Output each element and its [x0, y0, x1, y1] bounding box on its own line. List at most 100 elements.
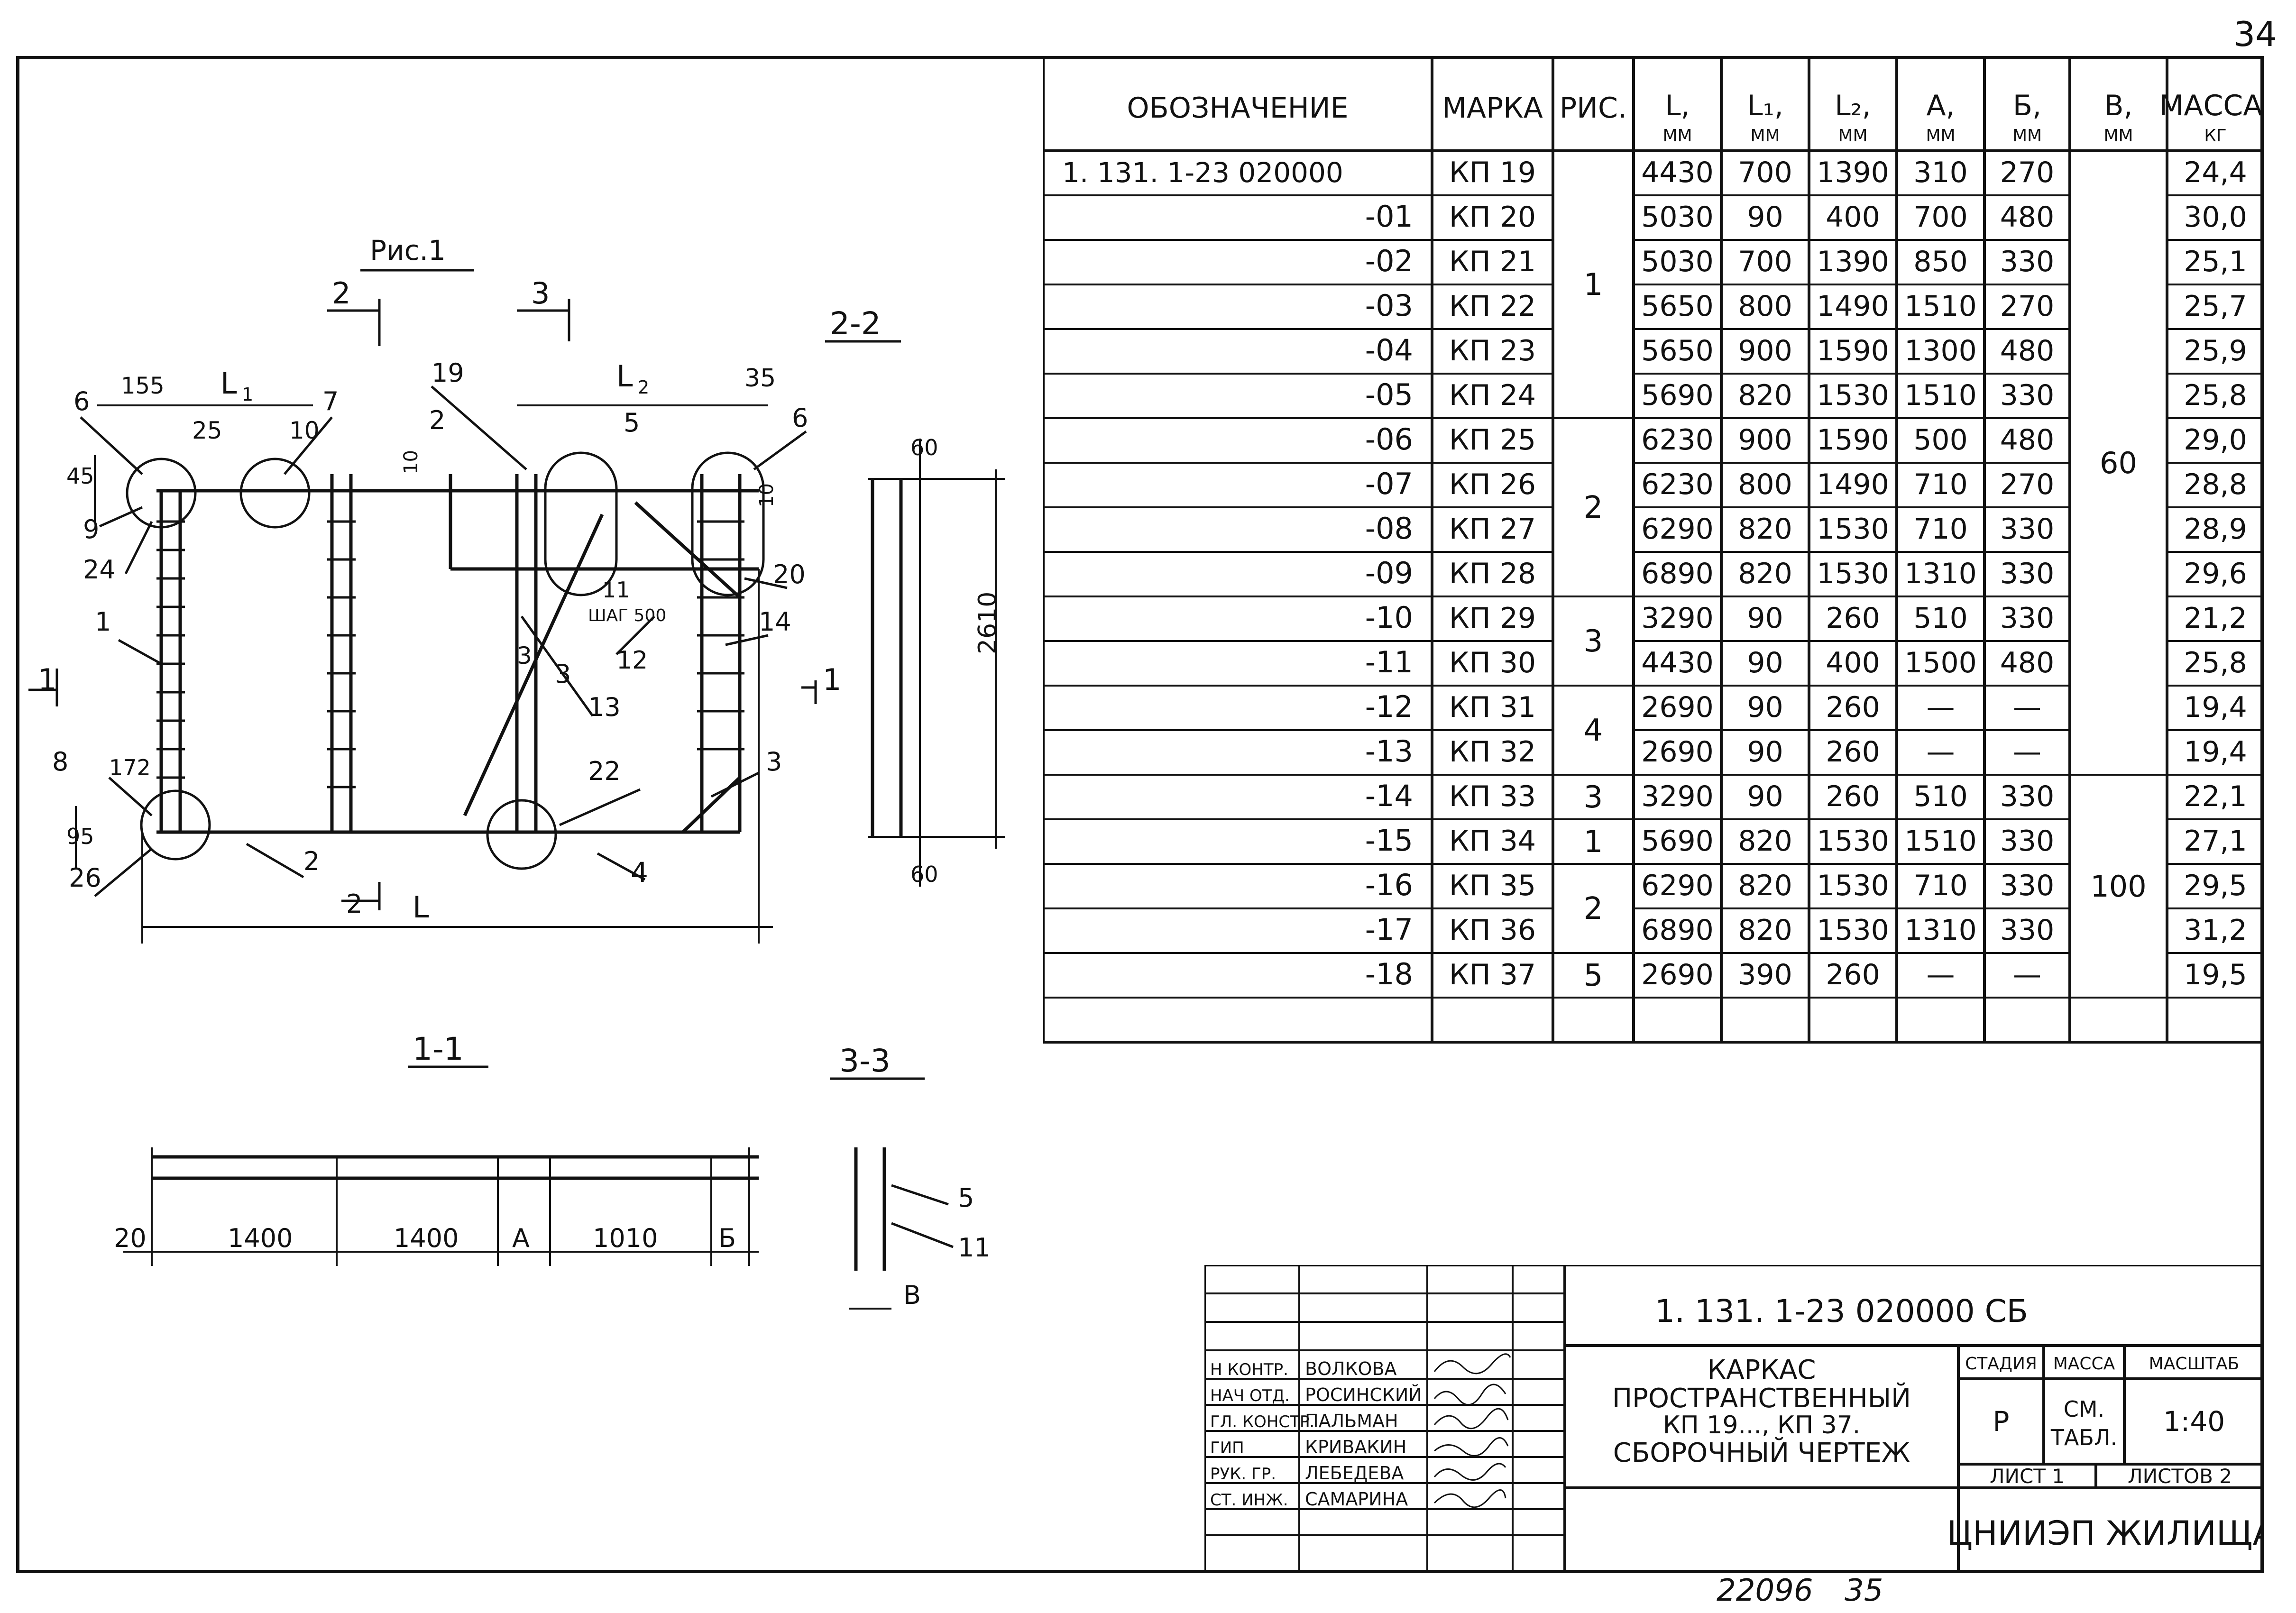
table-cell: 820 [1738, 557, 1792, 590]
table-cell: 19,5 [2184, 958, 2247, 991]
table-cell: КП 22 [1449, 290, 1536, 323]
table-cell: 3290 [1641, 780, 1714, 813]
table-cell: 820 [1738, 379, 1792, 412]
table-cell: — [1927, 958, 1955, 991]
dim-label: 2 [638, 377, 649, 398]
table-header: МАРКА [1442, 92, 1543, 125]
table-cell: 25,8 [2184, 646, 2247, 679]
section-label: В [903, 1280, 921, 1310]
table-cell: 260 [1826, 780, 1880, 813]
staff-role: НАЧ ОТД. [1210, 1386, 1290, 1405]
signature-scribbles [1433, 1353, 1511, 1508]
designation-cell: -18 [1365, 957, 1413, 991]
table-cell: 700 [1738, 245, 1792, 278]
section-label-1-1: 1-1 [413, 1031, 464, 1067]
section-label: 5 [958, 1183, 974, 1213]
table-cell: КП 20 [1449, 201, 1536, 234]
table-cell: — [2013, 691, 2041, 724]
designation-cell: -11 [1365, 645, 1413, 679]
dim-label: 25 [192, 417, 222, 444]
callout: 10 [756, 483, 778, 507]
table-cell: — [2013, 958, 2041, 991]
table-cell: 2690 [1641, 958, 1714, 991]
designation-cell: -03 [1365, 288, 1413, 323]
table-cell: КП 24 [1449, 379, 1536, 412]
cut-marker: 3 [555, 659, 571, 689]
figure-number-cell: 5 [1584, 958, 1603, 993]
table-cell: 5030 [1641, 245, 1714, 278]
table-cell: КП 30 [1449, 646, 1536, 679]
table-cell: 29,5 [2184, 869, 2247, 902]
callout: 22 [588, 756, 621, 786]
dim-label: 1 [242, 384, 253, 405]
section-label: 11 [958, 1233, 991, 1263]
table-cell: 1500 [1904, 646, 1977, 679]
callout: 9 [83, 514, 99, 544]
table-cell: 1490 [1817, 290, 1889, 323]
table-header-unit: КГ [2204, 126, 2227, 146]
cut-marker: 1 [823, 662, 841, 697]
table-cell: 6230 [1641, 423, 1714, 457]
table-cell: 1530 [1817, 557, 1889, 590]
callout: ШАГ 500 [588, 606, 666, 625]
table-cell: 330 [2000, 557, 2055, 590]
table-header: РИС. [1560, 92, 1627, 125]
designation-cell: -15 [1365, 823, 1413, 858]
section-label-2-2: 2-2 [830, 305, 881, 342]
assembly-drawing: Рис.1 2-2 1-1 3-3 2 3 1 1 3 2 155 L 1 L … [28, 234, 1005, 1310]
dim-label: 45 [66, 463, 94, 489]
designation-cell: -07 [1365, 467, 1413, 501]
page-number: 34 [2233, 14, 2277, 54]
table-cell: 3290 [1641, 602, 1714, 635]
staff-name: КРИВАКИН [1305, 1437, 1406, 1457]
callout: 2 [303, 846, 320, 876]
table-cell: 90 [1747, 201, 1783, 234]
designation-cell: -16 [1365, 868, 1413, 902]
cut-marker: 1 [38, 662, 56, 697]
table-cell: 28,8 [2184, 468, 2247, 501]
table-cell: 2690 [1641, 691, 1714, 724]
mass-header: МАССА [2053, 1354, 2115, 1374]
section-dim: Б [718, 1223, 736, 1253]
table-header: L₁, [1747, 89, 1783, 122]
staff-name: ВОЛКОВА [1305, 1358, 1397, 1379]
document-title-line: СБОРОЧНЫЙ ЧЕРТЕЖ [1613, 1437, 1910, 1468]
table-cell: 19,4 [2184, 735, 2247, 769]
table-cell: 4430 [1641, 646, 1714, 679]
table-cell: 6890 [1641, 557, 1714, 590]
v-value-cell: 60 [2100, 446, 2137, 480]
callout: 1 [95, 607, 111, 637]
v-value-cell: 100 [2090, 869, 2146, 904]
document-code: 1. 131. 1-23 020000 СБ [1655, 1293, 2028, 1329]
table-cell: 25,1 [2184, 245, 2247, 278]
table-cell: 1510 [1904, 379, 1977, 412]
callout: 20 [773, 559, 806, 589]
table-cell: 6230 [1641, 468, 1714, 501]
callout: 13 [588, 692, 621, 722]
table-cell: КП 33 [1449, 780, 1536, 813]
table-header-unit: ММ [1926, 126, 1955, 146]
section-dim: 1400 [394, 1223, 459, 1253]
table-cell: 850 [1913, 245, 1968, 278]
figure-title: Рис.1 [370, 234, 446, 266]
table-header-unit: ММ [1750, 126, 1780, 146]
table-cell: 25,8 [2184, 379, 2247, 412]
table-cell: 1530 [1817, 869, 1889, 902]
callout: 14 [759, 607, 791, 637]
table-cell: 1390 [1817, 245, 1889, 278]
callout: 24 [83, 555, 116, 585]
table-cell: 260 [1826, 691, 1880, 724]
stage-header: СТАДИЯ [1965, 1354, 2037, 1374]
table-cell: 1530 [1817, 825, 1889, 858]
staff-role: СТ. ИНЖ. [1210, 1491, 1288, 1510]
section-dim: 20 [114, 1223, 147, 1253]
callout: 6 [792, 403, 808, 433]
dim-label: 60 [910, 435, 938, 460]
staff-name: ПАЛЬМАН [1305, 1411, 1398, 1431]
table-cell: 820 [1738, 513, 1792, 546]
table-cell: 29,0 [2184, 423, 2247, 457]
table-cell: 4430 [1641, 156, 1714, 189]
table-cell: 28,9 [2184, 513, 2247, 546]
table-cell: 270 [2000, 290, 2055, 323]
table-cell: 6290 [1641, 513, 1714, 546]
